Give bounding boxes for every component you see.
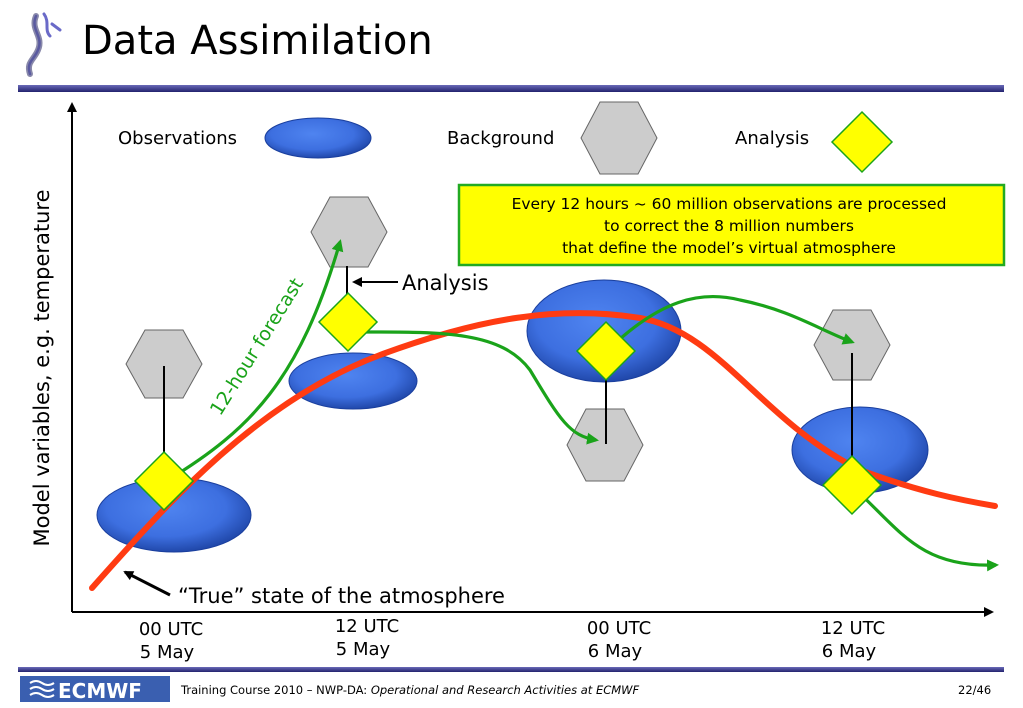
ecmwf-swirl-logo [26, 12, 62, 77]
x-tick-label-2-line2: 5 May [336, 639, 391, 660]
x-tick-label-3-line2: 6 May [588, 641, 643, 662]
forecast-curve-4 [854, 488, 999, 572]
ecmwf-footer-logo: ECMWF [20, 676, 170, 703]
x-tick-label-4-line2: 6 May [822, 641, 877, 662]
page-number: 22/46 [958, 683, 992, 697]
footer-course-label: Training Course 2010 – NWP-DA: [181, 683, 371, 697]
header-rule [18, 85, 1004, 92]
legend-observations-label: Observations [118, 128, 237, 149]
page-title: Data Assimilation [82, 18, 433, 64]
analysis-diamond-2 [317, 291, 379, 353]
x-tick-labels: 00 UTC 5 May 12 UTC 5 May 00 UTC 6 May 1… [139, 616, 885, 663]
x-tick-label-3-line1: 00 UTC [587, 618, 651, 639]
x-tick-label-1-line2: 5 May [140, 642, 195, 663]
legend: Observations Background Analysis [118, 101, 894, 175]
forecast-curve-2 [351, 330, 599, 445]
forecast-curve-1 [167, 239, 344, 482]
background-hexagon-3 [566, 408, 644, 482]
info-box-frame [457, 183, 1006, 267]
correction-arrows [159, 266, 857, 482]
backgrounds [125, 196, 891, 482]
y-axis-label: Model variables, e.g. temperature [30, 189, 54, 546]
footer-course-text: Training Course 2010 – NWP-DA: Operation… [181, 683, 639, 697]
background-hexagon-4 [813, 309, 891, 381]
footer-logo-text: ECMWF [58, 679, 142, 703]
legend-analysis-diamond [830, 110, 894, 174]
analysis-annotation: Analysis [402, 271, 489, 295]
forecast-curves [167, 239, 999, 572]
legend-background-label: Background [447, 128, 554, 149]
analysis-diamond-3 [575, 320, 637, 382]
footer-logo-waves-icon [29, 680, 55, 698]
x-tick-label-2-line1: 12 UTC [335, 616, 399, 637]
footer-course-subtitle: Operational and Research Activities at E… [370, 683, 640, 697]
analysis-diamond-4 [821, 454, 883, 516]
footer-logo-background [20, 676, 170, 702]
footer-rule [18, 667, 1004, 672]
analyses [133, 291, 883, 516]
info-box-line-1: Every 12 hours ~ 60 million observations… [512, 195, 947, 213]
x-tick-label-1-line1: 00 UTC [139, 619, 203, 640]
true-state-annotation: “True” state of the atmosphere [178, 584, 505, 608]
info-box: Every 12 hours ~ 60 million observations… [457, 183, 1006, 267]
legend-observation-ellipse [264, 117, 372, 159]
true-state-pointer-arrow [123, 570, 171, 597]
observation-ellipse-2 [288, 352, 418, 410]
info-box-line-3: that define the model’s virtual atmosphe… [562, 239, 896, 257]
background-hexagon-2 [310, 196, 388, 268]
legend-analysis-label: Analysis [735, 128, 809, 149]
x-tick-label-4-line1: 12 UTC [821, 618, 885, 639]
analysis-diamond-1 [133, 450, 195, 512]
forecast-curve-3 [606, 294, 855, 352]
info-box-line-2: to correct the 8 million numbers [604, 217, 854, 235]
legend-background-hexagon [580, 101, 658, 175]
background-hexagon-1 [125, 329, 203, 399]
axes [67, 102, 994, 617]
